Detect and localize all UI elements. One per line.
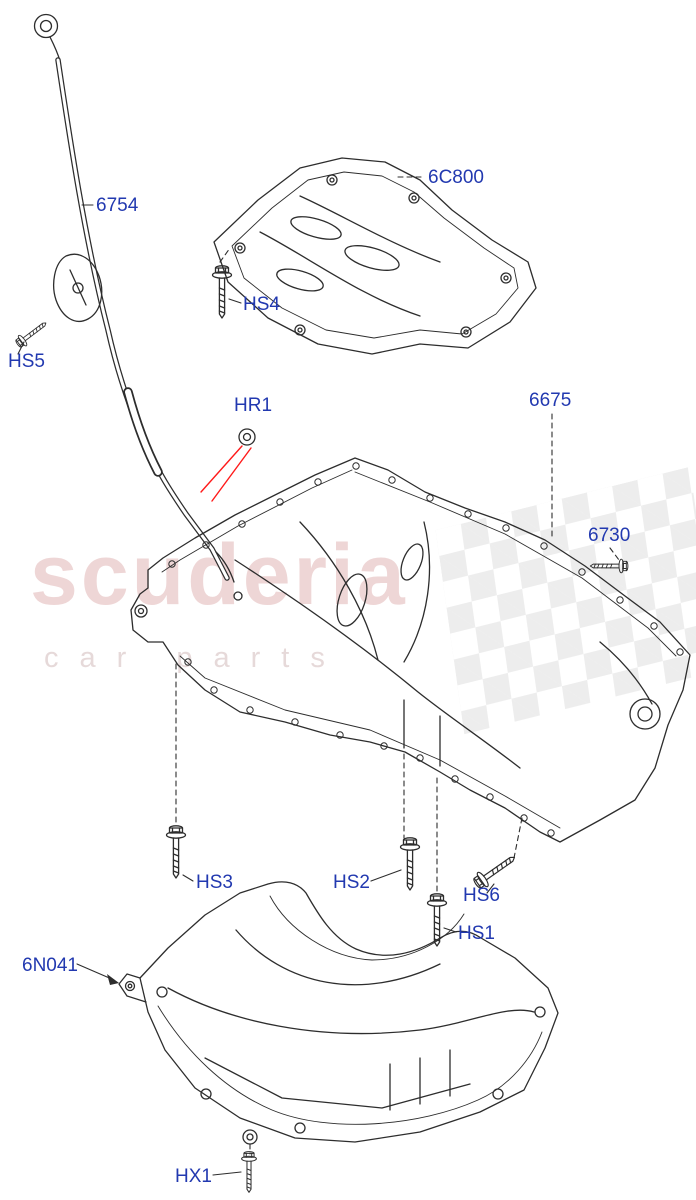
dipstick-bracket-drawing	[53, 253, 103, 323]
bolt-hs5-drawing	[13, 317, 51, 350]
lower-oil-pan-drawing	[118, 881, 559, 1145]
callout-leader-lines	[17, 204, 495, 1176]
bolt-hs3-drawing	[165, 825, 187, 879]
callout-6730[interactable]: 6730	[588, 525, 630, 546]
bolt-hs1-drawing	[426, 893, 448, 947]
grommet-hr1-drawing	[238, 428, 256, 446]
bolt-hs2-drawing	[399, 837, 421, 891]
upper-oil-pan-drawing	[130, 457, 691, 843]
callout-hs1[interactable]: HS1	[458, 923, 495, 944]
bolt-hs4-drawing	[211, 265, 233, 319]
callout-hx1[interactable]: HX1	[175, 1166, 212, 1187]
callout-labels: 6754 6C800 HS4 HS5 HR1 6675 6730 HS3 HS2…	[8, 167, 630, 1187]
dipstick-assembly-drawing	[33, 13, 230, 581]
callout-6n041[interactable]: 6N041	[22, 955, 78, 976]
assembly-reference-lines	[175, 176, 620, 1155]
callout-6c800[interactable]: 6C800	[428, 167, 484, 188]
callout-6754[interactable]: 6754	[96, 195, 139, 216]
callout-hs2[interactable]: HS2	[333, 872, 370, 893]
plug-6730-drawing	[589, 558, 629, 574]
leader-arrowhead	[107, 974, 119, 985]
callout-hs4[interactable]: HS4	[243, 294, 280, 315]
windage-tray-drawing	[213, 157, 537, 355]
callout-hs3[interactable]: HS3	[196, 872, 233, 893]
hr1-pointer-lines	[200, 445, 252, 502]
drain-plug-hx1-drawing	[241, 1151, 257, 1193]
callout-hs5[interactable]: HS5	[8, 351, 45, 372]
callout-hs6[interactable]: HS6	[463, 885, 500, 906]
callout-6675[interactable]: 6675	[529, 390, 571, 411]
callout-hr1[interactable]: HR1	[234, 395, 272, 416]
